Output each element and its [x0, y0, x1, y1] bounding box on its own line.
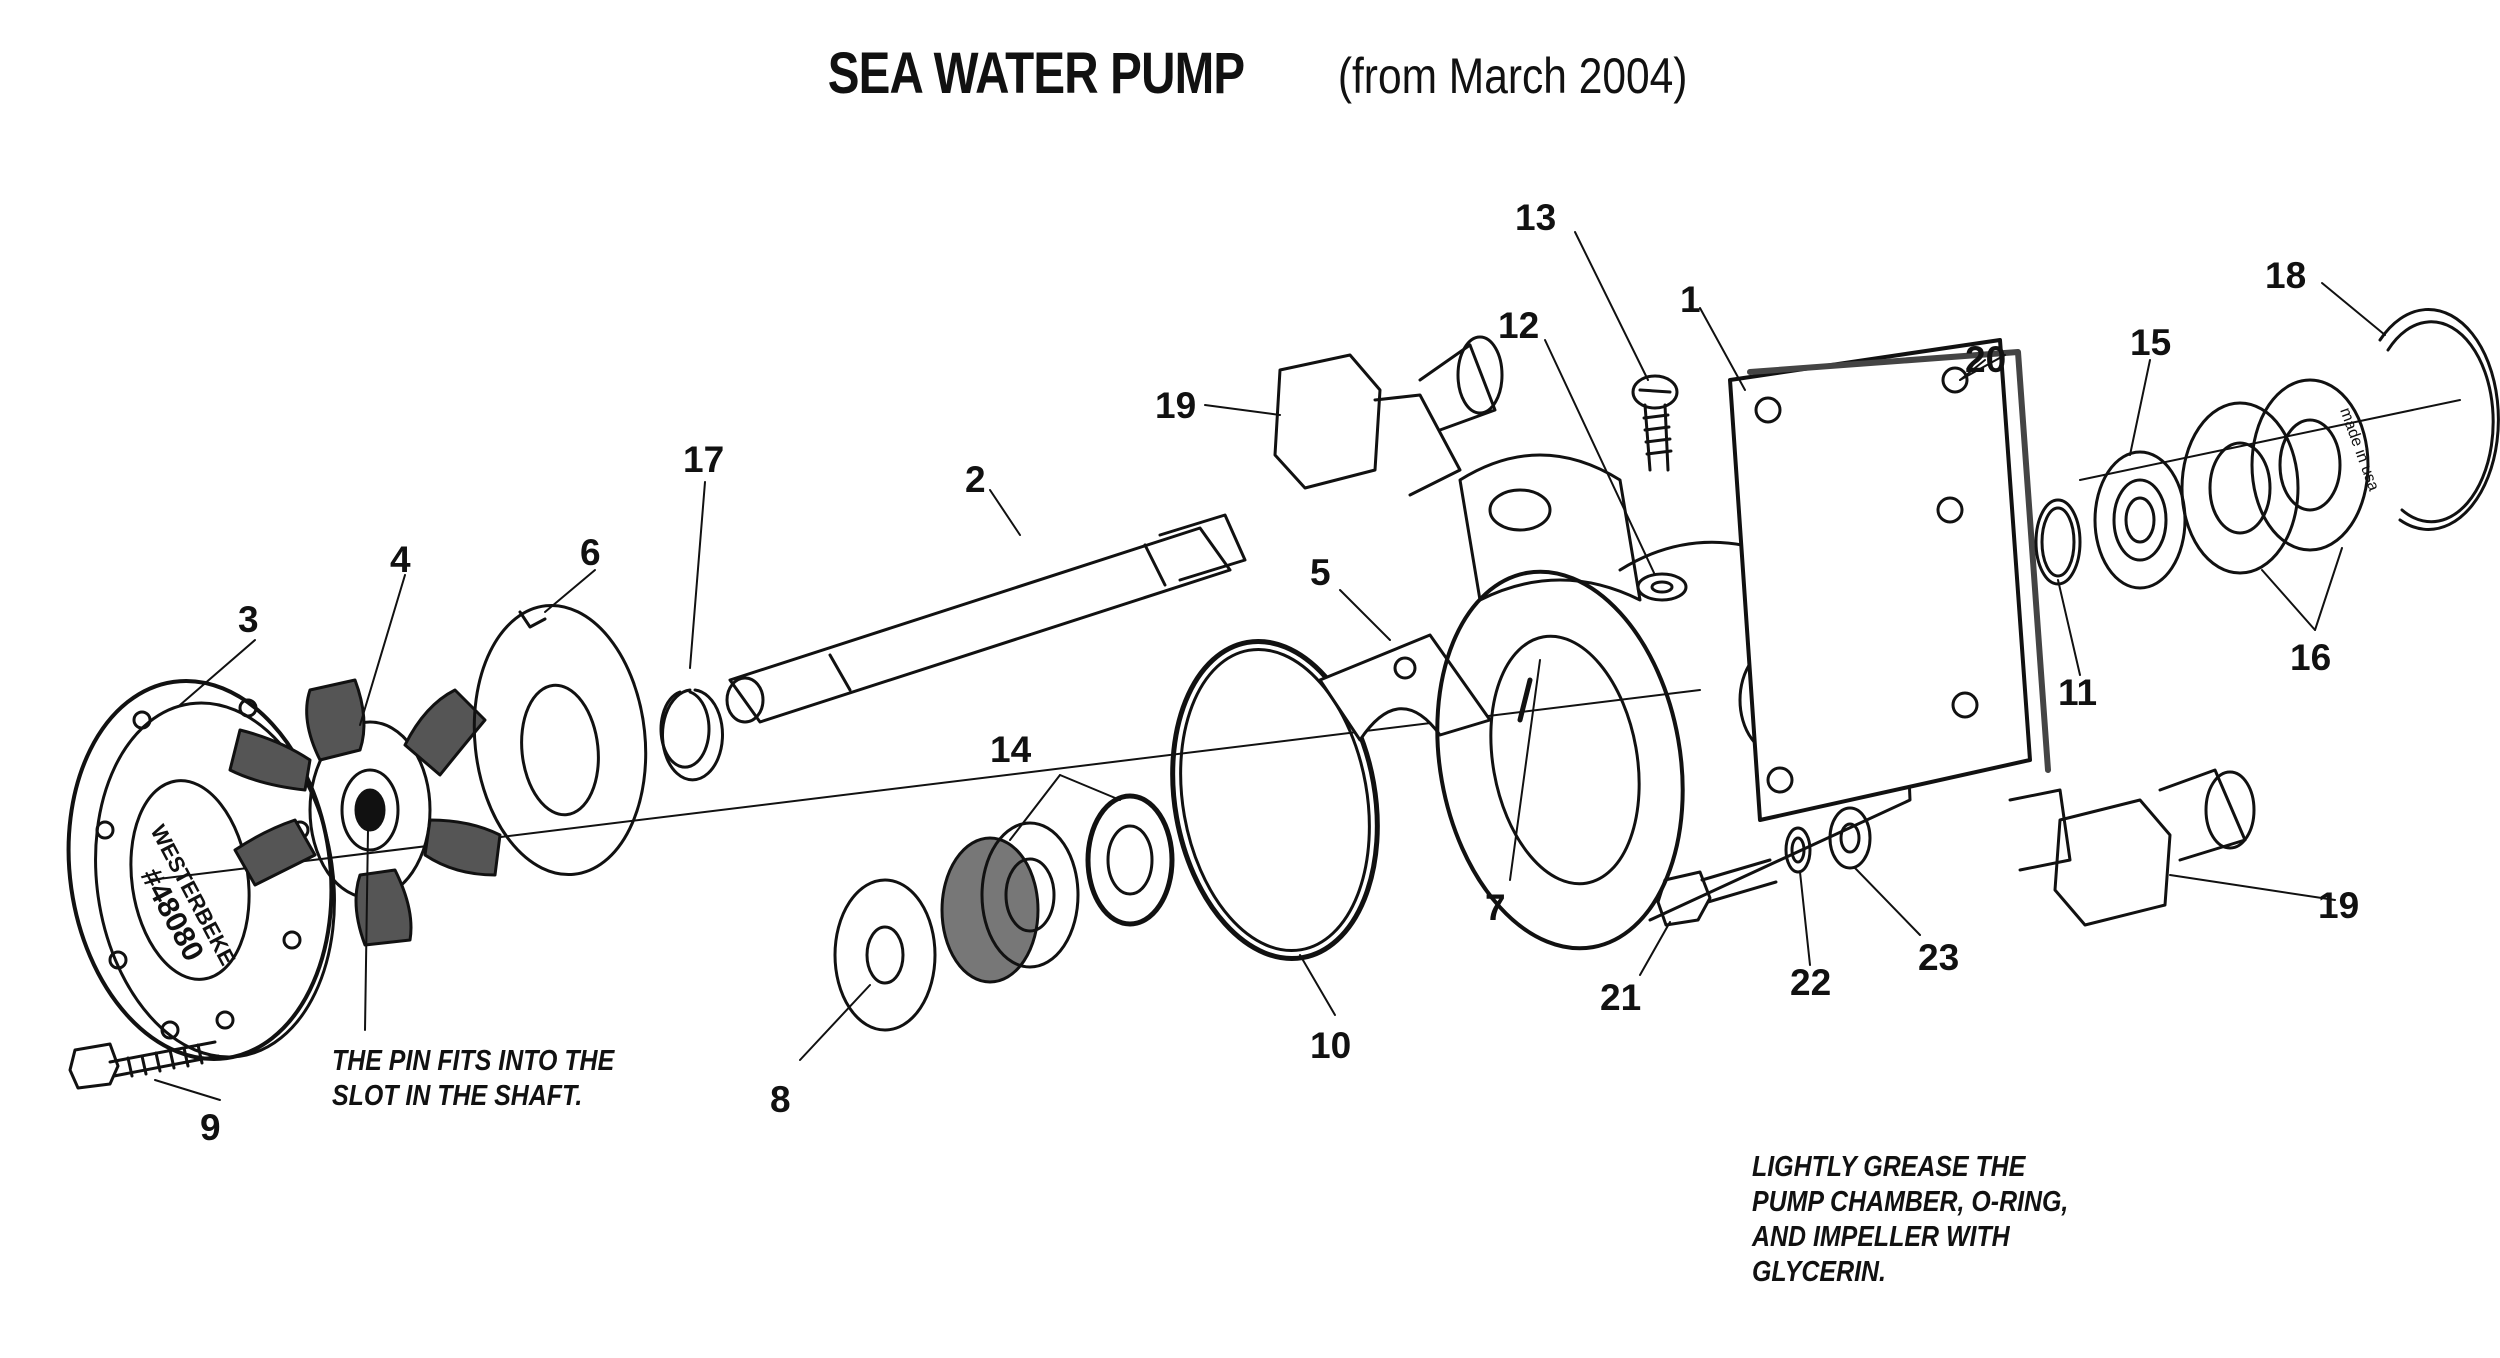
wear-plate — [461, 597, 658, 883]
callout-20: 20 — [1965, 339, 2006, 380]
hose-fitting-upper — [1275, 337, 1502, 495]
callout-2: 2 — [965, 459, 986, 500]
bearing-15 — [2095, 452, 2185, 588]
diagram-title: SEA WATER PUMP (from March 2004) — [0, 40, 2500, 107]
circlip-11 — [2036, 500, 2080, 584]
callout-15: 15 — [2130, 322, 2171, 363]
callout-4: 4 — [390, 539, 411, 580]
mounting-flange — [1730, 340, 2048, 820]
o-ring — [1149, 625, 1402, 975]
bearing-16: made in usa — [2182, 380, 2382, 573]
leader-lines — [155, 232, 2385, 1100]
cover-screw — [70, 1042, 218, 1088]
title-main: SEA WATER PUMP — [827, 41, 1245, 106]
callout-11: 11 — [2058, 672, 2097, 713]
hose-fitting-lower — [2010, 770, 2254, 925]
callout-12: 12 — [1498, 305, 1539, 346]
callout-22: 22 — [1790, 962, 1831, 1003]
grease-note-line1: LIGHTLY GREASE THE — [1752, 1151, 2026, 1183]
callout-9: 9 — [200, 1107, 221, 1148]
callout-13: 13 — [1515, 197, 1556, 238]
callout-5: 5 — [1310, 552, 1331, 593]
seal-assembly — [942, 796, 1172, 982]
callout-10: 10 — [1310, 1025, 1351, 1066]
callout-7: 7 — [1485, 887, 1506, 928]
washer-22 — [1786, 828, 1810, 872]
washer-8 — [835, 880, 935, 1030]
callout-19a: 19 — [1155, 385, 1196, 426]
bolt-21 — [1658, 860, 1776, 925]
grease-note-line3: AND IMPELLER WITH — [1752, 1221, 2010, 1253]
grease-note-line2: PUMP CHAMBER, O-RING, — [1752, 1186, 2069, 1218]
callout-numbers: 1 2 3 4 5 6 7 8 9 10 11 12 13 14 15 16 1… — [200, 197, 2359, 1148]
circlip-17 — [661, 690, 723, 780]
screw-13 — [1633, 376, 1677, 470]
callout-19b: 19 — [2318, 885, 2359, 926]
callout-23: 23 — [1918, 937, 1959, 978]
callout-17: 17 — [683, 439, 724, 480]
callout-14: 14 — [990, 729, 1032, 770]
washer-23 — [1830, 808, 1870, 868]
callout-1: 1 — [1680, 279, 1701, 320]
title-sub: (from March 2004) — [1337, 48, 1688, 104]
pin-note: THE PIN FITS INTO THE SLOT IN THE SHAFT. — [332, 1044, 614, 1114]
callout-18: 18 — [2265, 255, 2306, 296]
assembly-axis-right — [2080, 400, 2460, 480]
grease-note: LIGHTLY GREASE THE PUMP CHAMBER, O-RING,… — [1752, 1150, 2068, 1290]
pin-note-line2: SLOT IN THE SHAFT. — [332, 1080, 583, 1112]
pump-shaft — [727, 515, 1245, 722]
grease-note-line4: GLYCERIN. — [1752, 1256, 1886, 1288]
retaining-ring-18 — [2380, 309, 2498, 529]
callout-21: 21 — [1600, 977, 1641, 1018]
callout-8: 8 — [770, 1079, 791, 1120]
impeller — [230, 680, 500, 945]
callout-6: 6 — [580, 532, 601, 573]
callout-3: 3 — [238, 599, 259, 640]
callout-16: 16 — [2290, 637, 2331, 678]
washer-12 — [1638, 574, 1686, 600]
pin-note-line1: THE PIN FITS INTO THE — [332, 1045, 615, 1077]
